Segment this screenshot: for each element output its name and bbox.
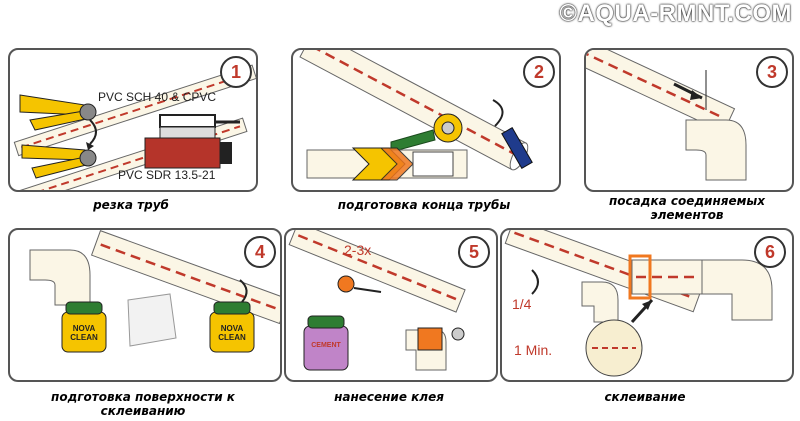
pipe-type-label-top: PVC SCH 40 & CPVC (98, 90, 216, 104)
step-6-panel: 1/4 1 Min. 6 (500, 228, 794, 382)
watermark: ©AQUA-RMNT.COM (559, 0, 792, 28)
elbow-fitting-icon (686, 120, 746, 180)
step-number-5: 5 (458, 236, 490, 268)
can-label-left: NOVA CLEAN (66, 324, 102, 342)
step-4-caption: подготовка поверхности к склеиванию (8, 390, 278, 418)
hold-time-label: 1 Min. (514, 342, 552, 358)
quarter-turn-label: 1/4 (512, 296, 531, 312)
surface-cleaning-illustration (10, 230, 280, 380)
pipe-type-label-bottom: PVC SDR 13.5-21 (118, 168, 215, 182)
step-2-panel: 2 (291, 48, 561, 192)
elbow-fitting-icon (30, 250, 90, 305)
step-3-caption: посадка соединяемых элементов (584, 194, 790, 222)
cement-can-label: CEMENT (308, 342, 344, 349)
elbow-fitting-icon (702, 260, 772, 320)
coat-count-label: 2-3x (344, 242, 371, 258)
miter-box-icon (145, 138, 232, 168)
pipe-end-preparation-illustration (293, 50, 559, 190)
step-6-caption: склеивание (500, 390, 790, 404)
step-number-6: 6 (754, 236, 786, 268)
step-5-caption: нанесение клея (284, 390, 494, 404)
step-number-3: 3 (756, 56, 788, 88)
step-4-panel: NOVA CLEAN NOVA CLEAN 4 (8, 228, 282, 382)
step-number-2: 2 (523, 56, 555, 88)
step-1-caption: резка труб (8, 198, 254, 212)
step-number-4: 4 (244, 236, 276, 268)
brush-icon (338, 276, 354, 292)
cleaning-cloth-icon (128, 294, 176, 346)
step-2-caption: подготовка конца трубы (291, 198, 557, 212)
step-number-1: 1 (220, 56, 252, 88)
step-1-panel: PVC SCH 40 & CPVC PVC SDR 13.5-21 1 (8, 48, 258, 192)
can-label-right: NOVA CLEAN (214, 324, 250, 342)
step-3-panel: 3 (584, 48, 794, 192)
step-5-panel: 2-3x CEMENT 5 (284, 228, 498, 382)
